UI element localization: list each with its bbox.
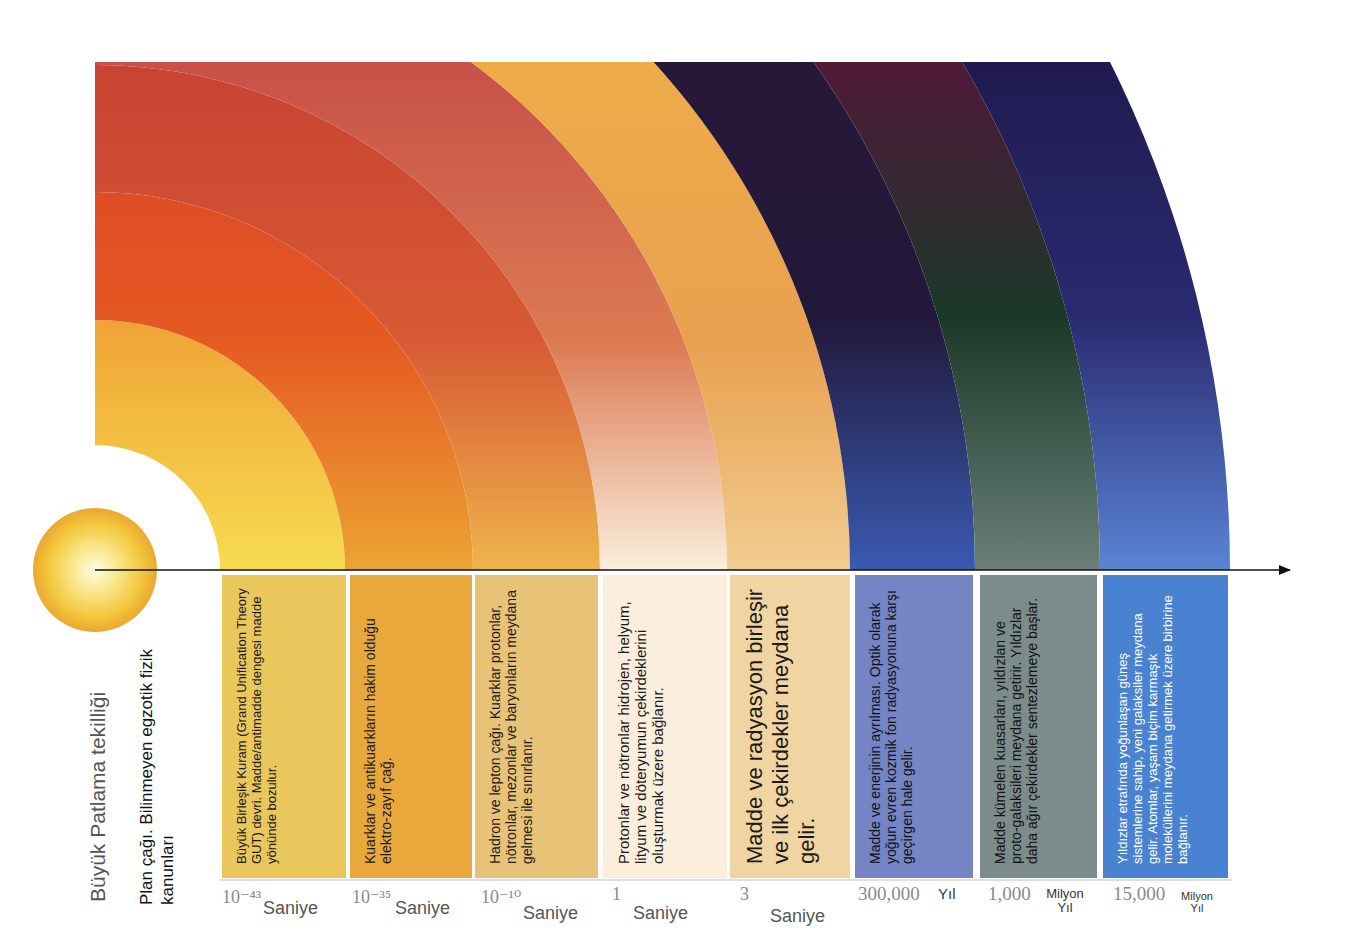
time-label: Milyon Yıl xyxy=(1176,890,1218,914)
era-side-label: Plan çağı. Bilinmeyen egzotik fizik kanu… xyxy=(136,605,178,905)
time-label: Saniye xyxy=(395,898,450,919)
time-label: 15,000 xyxy=(1113,883,1165,905)
time-label: 10⁻³⁵ xyxy=(352,886,391,908)
time-label: Saniye xyxy=(523,903,578,924)
era-description: Protonlar ve nötronlar hidrojen, helyum,… xyxy=(615,583,666,864)
era-text: Madde ve enerjinin ayrılması. Optik olar… xyxy=(867,583,915,864)
era-description: Kuarklar ve antikuarkların hakim olduğu … xyxy=(362,583,394,864)
time-label: 1 xyxy=(612,884,621,905)
era-box: Madde kümelen kuasarları, yıldızlan ve p… xyxy=(980,575,1097,878)
era-description: Büyük Birleşik Kuram (Grand Unification … xyxy=(234,583,279,864)
era-box: Hadron ve lepton çağı. Kuarklar protonla… xyxy=(475,575,598,878)
time-label: 1,000 xyxy=(988,883,1031,905)
era-box: Büyük Birleşik Kuram (Grand Unification … xyxy=(222,575,346,878)
era-text: Hadron ve lepton çağı. Kuarklar protonla… xyxy=(487,583,535,864)
era-description: Hadron ve lepton çağı. Kuarklar protonla… xyxy=(487,583,535,864)
era-description: Madde ve radyasyon birleşir ve ilk çekir… xyxy=(742,583,820,864)
era-band xyxy=(95,62,975,570)
era-description: Yıldızlar etrafında yoğunlaşan güneş sis… xyxy=(1115,583,1190,864)
era-bands xyxy=(95,62,1230,570)
era-box: Madde ve radyasyon birleşir ve ilk çekir… xyxy=(730,575,850,878)
time-axis xyxy=(95,569,1290,571)
era-box: Madde ve enerjinin ayrılması. Optik olar… xyxy=(855,575,973,878)
era-text: Protonlar ve nötronlar hidrojen, helyum,… xyxy=(615,583,666,864)
era-text: Yıldızlar etrafında yoğunlaşan güneş sis… xyxy=(1115,583,1190,864)
time-label: Yıl xyxy=(938,885,956,902)
time-label: Saniye xyxy=(770,906,825,927)
era-description: Madde kümelen kuasarları, yıldızlan ve p… xyxy=(992,583,1040,864)
era-side-label: Büyük Patlama tekilliği xyxy=(86,602,110,902)
time-scale-line xyxy=(220,880,1232,881)
time-label: Milyon Yıl xyxy=(1040,887,1090,915)
era-box: Kuarklar ve antikuarkların hakim olduğu … xyxy=(350,575,472,878)
time-label: Saniye xyxy=(633,903,688,924)
time-label: 3 xyxy=(740,884,749,905)
era-band xyxy=(95,62,1230,570)
time-label: Saniye xyxy=(263,898,318,919)
era-description: Madde ve enerjinin ayrılması. Optik olar… xyxy=(867,583,915,864)
time-label: 10⁻⁴³ xyxy=(222,886,261,908)
era-box: Yıldızlar etrafında yoğunlaşan güneş sis… xyxy=(1103,575,1228,878)
era-box: Protonlar ve nötronlar hidrojen, helyum,… xyxy=(603,575,727,878)
time-label: 300,000 xyxy=(858,883,920,905)
era-band xyxy=(95,62,1100,570)
era-text: Madde kümelen kuasarları, yıldızlan ve p… xyxy=(992,583,1040,864)
era-text: Kuarklar ve antikuarkların hakim olduğu … xyxy=(362,583,394,864)
era-text: Madde ve radyasyon birleşir ve ilk çekir… xyxy=(742,583,820,864)
time-label: 10⁻¹⁰ xyxy=(481,886,521,908)
era-text: Büyük Birleşik Kuram (Grand Unification … xyxy=(234,583,279,864)
